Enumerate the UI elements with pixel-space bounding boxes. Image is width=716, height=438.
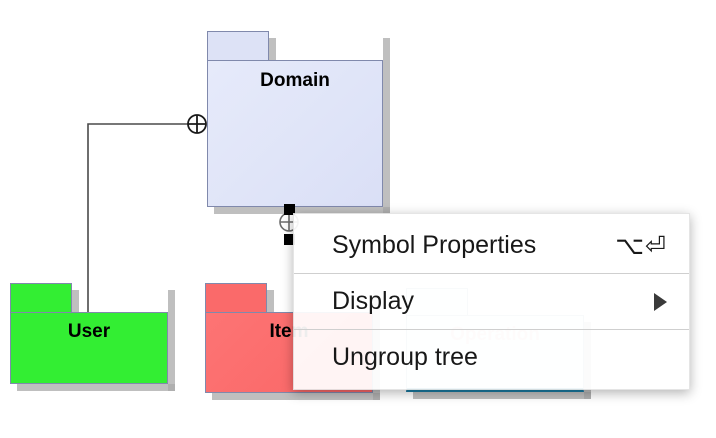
- menu-separator: [294, 273, 689, 274]
- package-user-tab[interactable]: [10, 283, 72, 313]
- menu-item-symbol-properties-label: Symbol Properties: [332, 231, 537, 259]
- package-user[interactable]: User: [10, 312, 168, 384]
- package-domain-label: Domain: [260, 70, 330, 91]
- option-return-shortcut-icon: ⌥⏎: [615, 231, 667, 260]
- menu-item-ungroup-tree-label: Ungroup tree: [332, 343, 478, 371]
- domain-shadow: [269, 38, 276, 61]
- menu-item-display-label: Display: [332, 287, 414, 315]
- menu-item-symbol-properties[interactable]: Symbol Properties ⌥⏎: [294, 218, 689, 273]
- domain-shadow: [383, 38, 390, 214]
- item-shadow: [267, 290, 274, 313]
- menu-item-display[interactable]: Display: [294, 274, 689, 329]
- package-domain[interactable]: Domain: [207, 60, 383, 207]
- operation-shadow: [413, 392, 591, 399]
- package-item-tab[interactable]: [205, 283, 267, 313]
- package-domain-tab[interactable]: [207, 31, 269, 61]
- item-shadow: [212, 393, 380, 400]
- crossed-circle-icon: [187, 114, 207, 134]
- domain-shadow: [214, 207, 390, 214]
- user-shadow: [17, 384, 175, 391]
- user-shadow: [72, 290, 79, 313]
- selection-handle-top[interactable]: [284, 204, 295, 215]
- submenu-arrow-icon: [654, 292, 667, 311]
- user-shadow: [168, 290, 175, 391]
- menu-item-ungroup-tree[interactable]: Ungroup tree: [294, 330, 689, 385]
- context-menu[interactable]: Symbol Properties ⌥⏎ Display Ungroup tre…: [293, 213, 690, 390]
- selection-handle-bottom[interactable]: [284, 234, 295, 245]
- menu-separator: [294, 329, 689, 330]
- package-user-label: User: [67, 321, 111, 342]
